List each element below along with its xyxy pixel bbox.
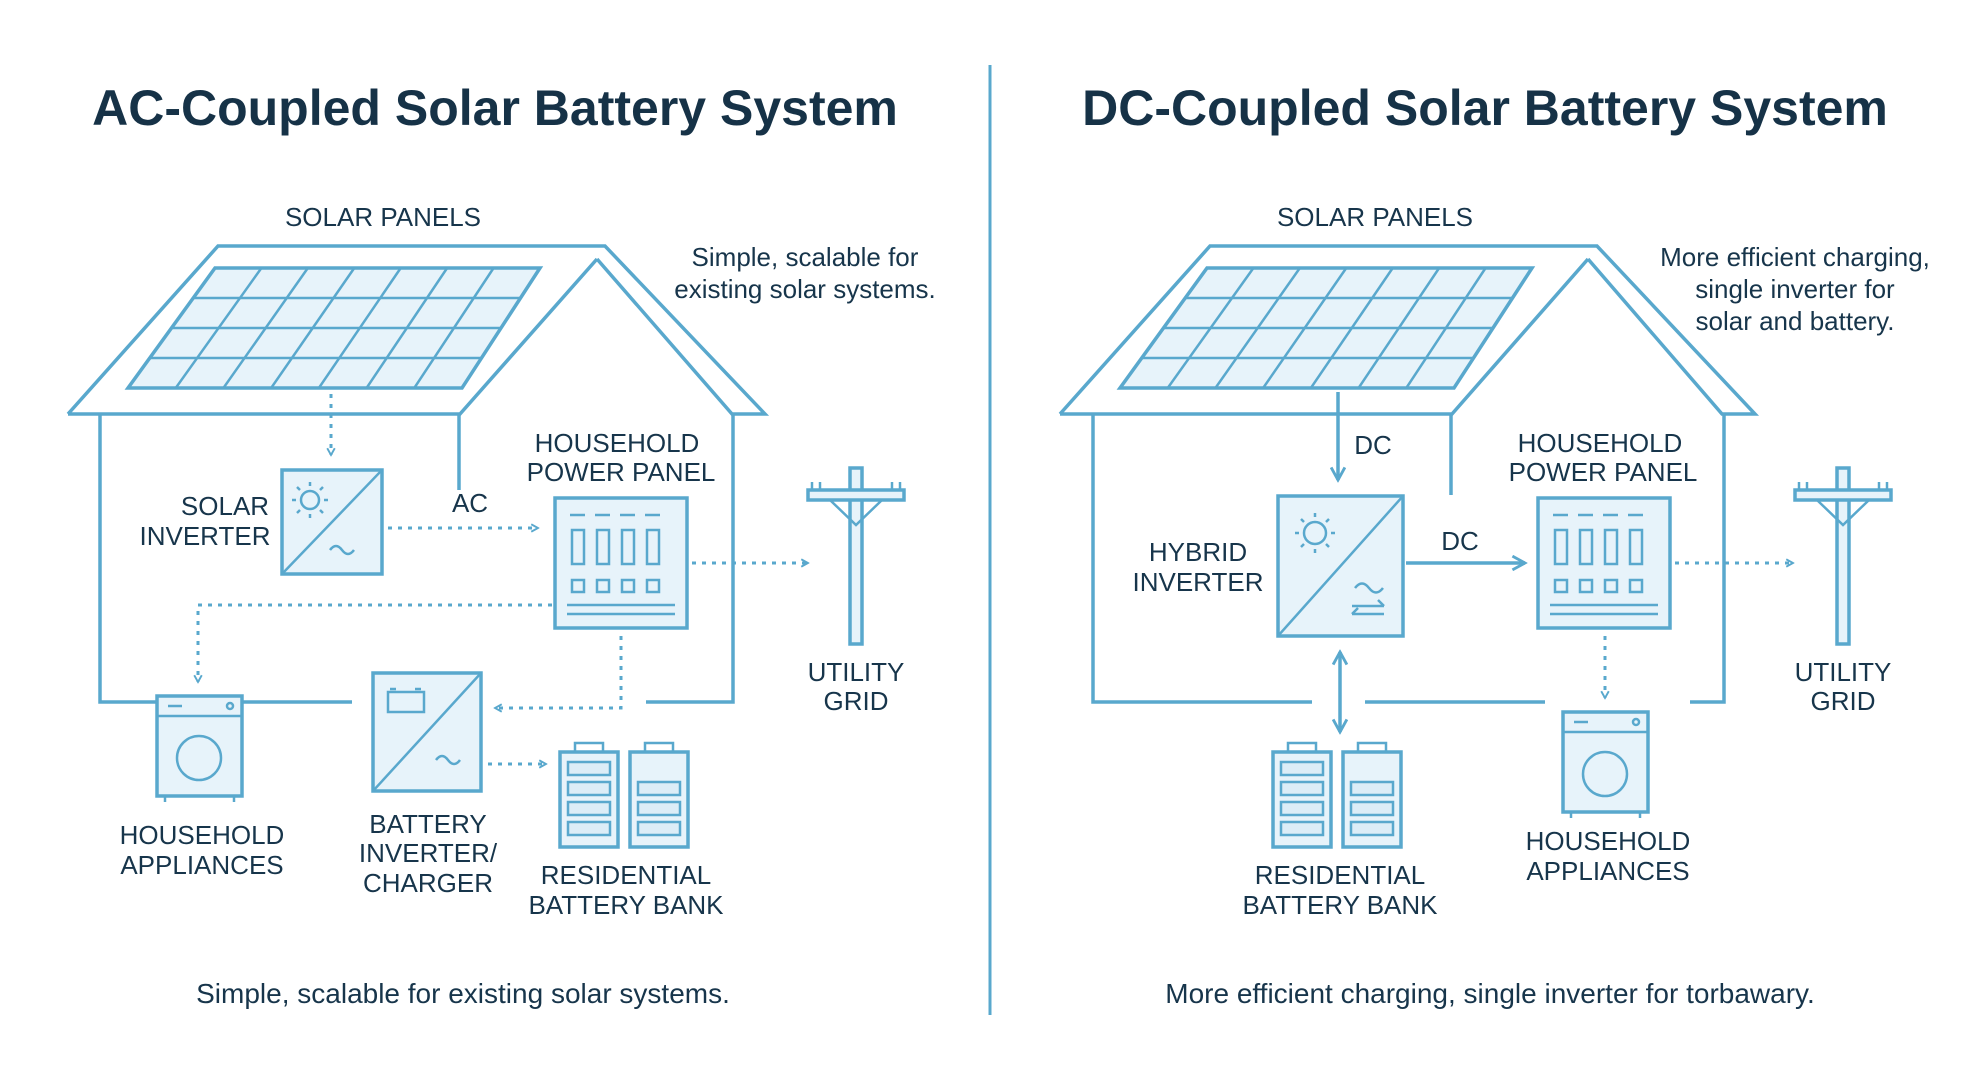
ac-appliances-label-1: HOUSEHOLD <box>120 820 285 850</box>
dc-battery-bank-label-1: RESIDENTIAL <box>1255 860 1426 890</box>
washing-machine-icon <box>155 694 244 802</box>
ac-current-label: AC <box>452 488 488 518</box>
ac-battery-inverter-label-2: INVERTER/ <box>359 838 498 868</box>
utility-pole-icon <box>806 466 906 646</box>
ac-power-panel-label-1: HOUSEHOLD <box>535 428 700 458</box>
ac-solar-panels-label: SOLAR PANELS <box>285 202 481 232</box>
utility-pole-icon <box>1793 466 1893 646</box>
ac-utility-grid-label-2: GRID <box>824 686 889 716</box>
ac-caption: Simple, scalable for existing solar syst… <box>196 978 730 1009</box>
ac-utility-grid-label-1: UTILITY <box>808 657 905 687</box>
dc-note-line-1: More efficient charging, <box>1660 242 1930 272</box>
ac-house-outline <box>66 244 770 704</box>
power-panel-icon <box>553 496 689 630</box>
ac-solar-inverter-label-1: SOLAR <box>181 491 269 521</box>
inverter-icon <box>1276 494 1405 638</box>
dc-appliances-label-2: APPLIANCES <box>1526 856 1689 886</box>
dc-note-line-2: single inverter for <box>1695 274 1895 304</box>
dc-house-outline <box>1058 244 1760 704</box>
washing-machine-icon <box>1561 710 1650 818</box>
ac-battery-inverter-label-3: CHARGER <box>363 868 493 898</box>
dc-title: DC-Coupled Solar Battery System <box>1082 80 1888 136</box>
ac-title: AC-Coupled Solar Battery System <box>92 80 898 136</box>
ac-coupled-panel: AC-Coupled Solar Battery System SOLAR PA… <box>66 80 936 1009</box>
dc-utility-grid-label-2: GRID <box>1811 686 1876 716</box>
power-panel-icon <box>1536 496 1672 630</box>
dc-power-panel-label-1: HOUSEHOLD <box>1518 428 1683 458</box>
dc-solar-panels-label: SOLAR PANELS <box>1277 202 1473 232</box>
solar-panel-icon <box>1116 266 1536 390</box>
ac-battery-inverter-label-1: BATTERY <box>369 809 487 839</box>
inverter-icon <box>280 468 384 576</box>
battery-icon <box>558 741 690 849</box>
battery-inverter-icon <box>371 671 483 793</box>
ac-appliances-label-2: APPLIANCES <box>120 850 283 880</box>
dc-power-panel-label-2: POWER PANEL <box>1509 457 1698 487</box>
battery-icon <box>1271 741 1403 849</box>
dc-utility-grid-label-1: UTILITY <box>1795 657 1892 687</box>
dc-current-label-top: DC <box>1354 430 1392 460</box>
dc-hybrid-inverter-label-1: HYBRID <box>1149 537 1247 567</box>
ac-power-panel-label-2: POWER PANEL <box>527 457 716 487</box>
ac-note-line-2: existing solar systems. <box>674 274 936 304</box>
solar-panel-icon <box>124 266 544 390</box>
dc-hybrid-inverter-label-2: INVERTER <box>1133 567 1264 597</box>
dc-note-line-3: solar and battery. <box>1696 306 1895 336</box>
dc-coupled-panel: DC-Coupled Solar Battery System SOLAR PA… <box>1058 80 1930 1009</box>
dc-battery-bank-label-2: BATTERY BANK <box>1242 890 1438 920</box>
dc-current-label-right: DC <box>1441 526 1479 556</box>
ac-panel-to-battery-inverter-arrow <box>495 636 623 708</box>
ac-battery-bank-label-2: BATTERY BANK <box>528 890 724 920</box>
dc-caption: More efficient charging, single inverter… <box>1165 978 1814 1009</box>
ac-battery-bank-label-1: RESIDENTIAL <box>541 860 712 890</box>
dc-appliances-label-1: HOUSEHOLD <box>1526 826 1691 856</box>
ac-note-line-1: Simple, scalable for <box>692 242 919 272</box>
ac-solar-inverter-label-2: INVERTER <box>140 521 271 551</box>
ac-panel-to-appliances-arrow <box>198 603 552 682</box>
